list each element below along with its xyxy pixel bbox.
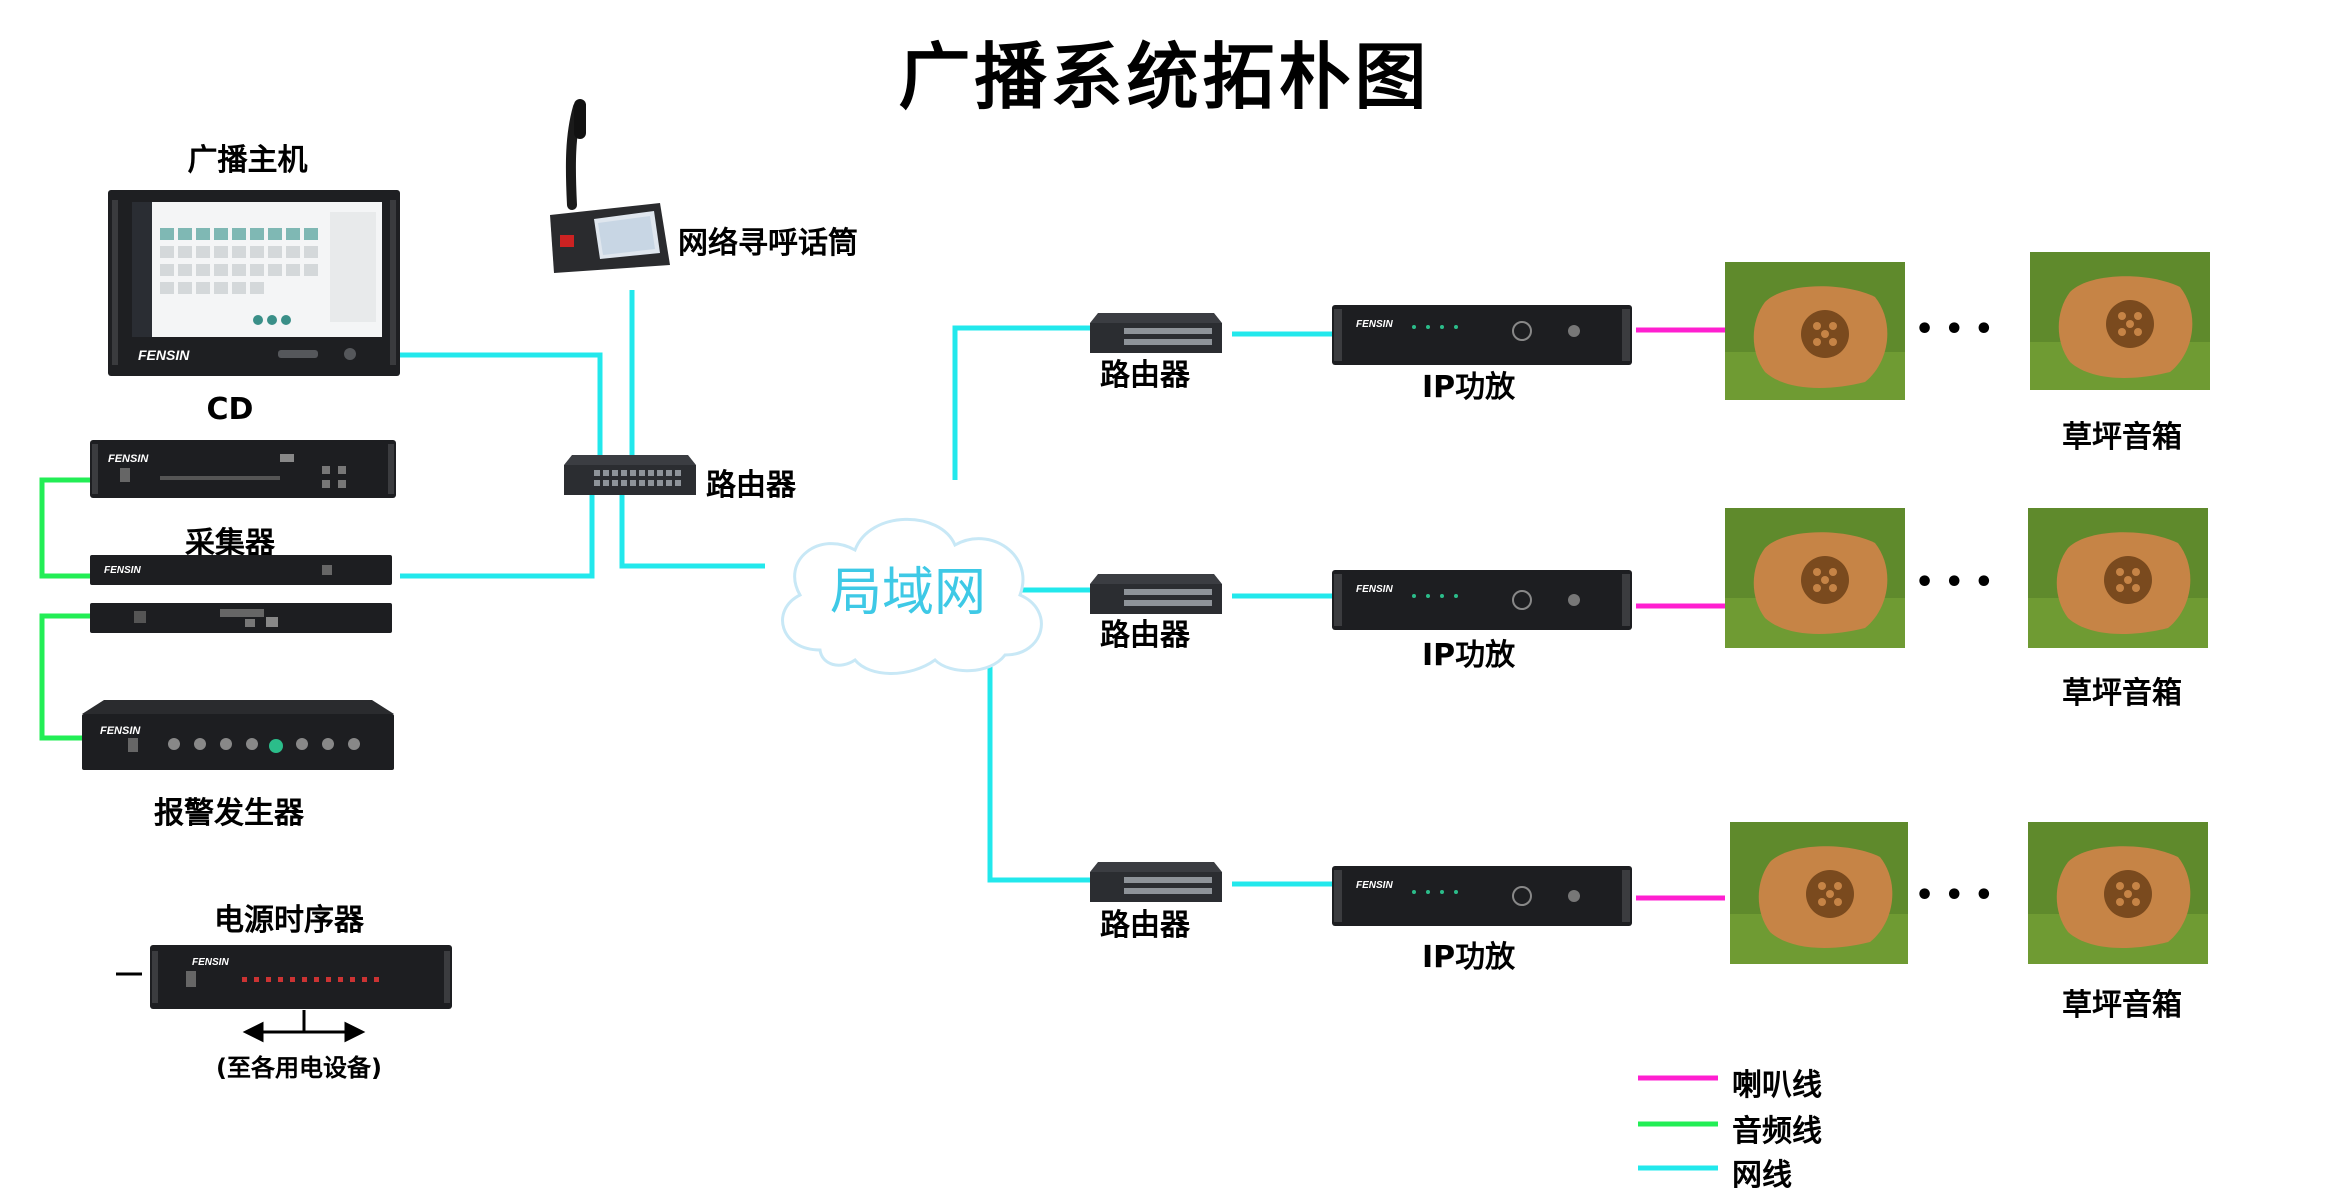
branch1-amp-device: FENSIN [1332, 305, 1632, 365]
branch2-speaker-label: 草坪音箱 [2062, 676, 2182, 711]
wire-router-lan [619, 495, 765, 569]
svg-text:FENSIN: FENSIN [100, 725, 141, 737]
svg-text:FENSIN: FENSIN [1356, 319, 1393, 330]
branch3-speaker-b-image [2028, 822, 2208, 964]
svg-text:FENSIN: FENSIN [108, 453, 149, 465]
wire-cd-collector [39, 477, 92, 579]
cd-player-device: FENSIN [90, 440, 396, 498]
branch2-amp-device: FENSIN [1332, 570, 1632, 630]
branch1-speaker-b-image [2030, 252, 2210, 390]
svg-text:FENSIN: FENSIN [1356, 880, 1393, 891]
svg-text:FENSIN: FENSIN [192, 957, 229, 968]
lan-cloud [781, 517, 1043, 675]
branch2-router-device [1090, 574, 1222, 614]
speaker-wires [1636, 327, 1725, 901]
branch3-ellipsis: • • • [1915, 878, 1994, 913]
branch3-amp-device: FENSIN [1332, 866, 1632, 926]
cd-label: CD [206, 392, 254, 427]
branch3-speaker-a-image [1730, 822, 1908, 964]
broadcast-host-device: FENSIN [108, 190, 400, 376]
power-sequencer-device: FENSIN [150, 945, 452, 1009]
audio-wires [39, 477, 92, 741]
lan-label: 局域网 [830, 564, 987, 622]
branch3-router-device [1090, 862, 1222, 902]
collector-device: FENSIN [90, 555, 392, 585]
branch2-amp-label: IP功放 [1422, 638, 1516, 673]
branch3-amp-label: IP功放 [1422, 940, 1516, 975]
alarm-generator-device: FENSIN [82, 700, 394, 770]
legend-speaker-wire: 喇叭线 [1732, 1068, 1822, 1103]
branch1-ellipsis: • • • [1915, 312, 1994, 347]
wire-collector-router [400, 495, 595, 579]
branch2-router-label: 路由器 [1100, 618, 1190, 653]
legend-network-wire: 网线 [1732, 1158, 1792, 1193]
branch1-router-label: 路由器 [1100, 358, 1190, 393]
sequencer-note: (至各用电设备) [216, 1054, 382, 1082]
branch2-speaker-b-image [2028, 508, 2208, 648]
center-router-label: 路由器 [706, 468, 796, 503]
branch1-speaker-label: 草坪音箱 [2062, 420, 2182, 455]
center-router-device [564, 455, 696, 495]
branch1-speaker-a-image [1725, 262, 1905, 400]
legend-audio-wire: 音频线 [1732, 1114, 1822, 1149]
branch3-router-label: 路由器 [1100, 908, 1190, 943]
host-label: 广播主机 [187, 143, 308, 178]
legend-lines [1638, 1075, 1718, 1171]
wire-lan-branch3 [987, 665, 1090, 883]
host-brand: FENSIN [138, 347, 190, 363]
sequencer-label: 电源时序器 [214, 903, 364, 938]
diagram-title: 广播系统拓朴图 [898, 35, 1431, 119]
branch2-speaker-a-image [1725, 508, 1905, 648]
branch1-amp-label: IP功放 [1422, 370, 1516, 405]
svg-text:FENSIN: FENSIN [1356, 584, 1393, 595]
wire-lan-branch1 [952, 325, 1090, 480]
branch3-speaker-label: 草坪音箱 [2062, 988, 2182, 1023]
rear-panel-device [90, 603, 392, 633]
alarm-label: 报警发生器 [154, 796, 304, 831]
wire-sensor-alarm [39, 613, 92, 741]
network-wires [400, 290, 1332, 887]
branch1-router-device [1090, 313, 1222, 353]
branch2-ellipsis: • • • [1915, 565, 1994, 600]
paging-mic-label: 网络寻呼话筒 [678, 226, 858, 261]
wire-host-router [400, 352, 603, 455]
sequencer-arrows [116, 972, 366, 1043]
svg-text:FENSIN: FENSIN [104, 565, 141, 576]
paging-microphone-device [550, 99, 670, 273]
